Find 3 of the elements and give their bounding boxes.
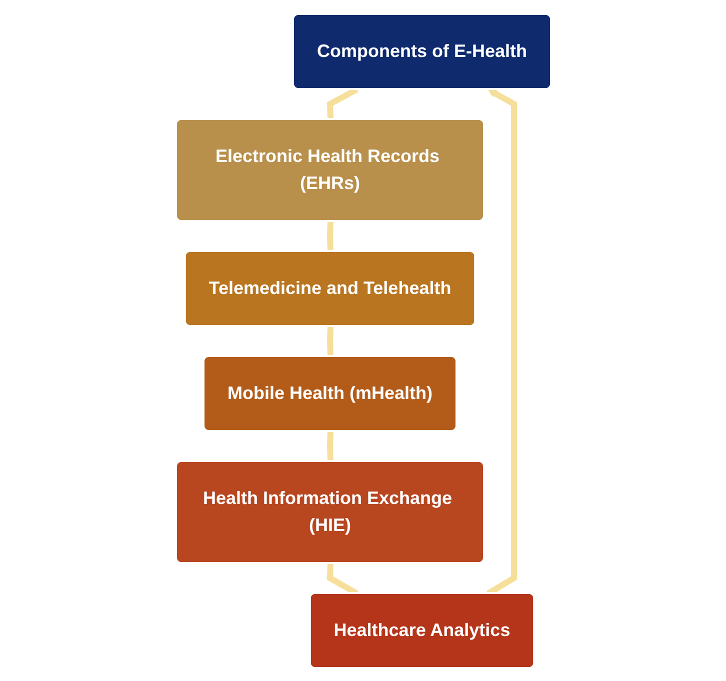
connector [326, 220, 333, 252]
connector [326, 326, 333, 356]
connector [326, 430, 333, 462]
